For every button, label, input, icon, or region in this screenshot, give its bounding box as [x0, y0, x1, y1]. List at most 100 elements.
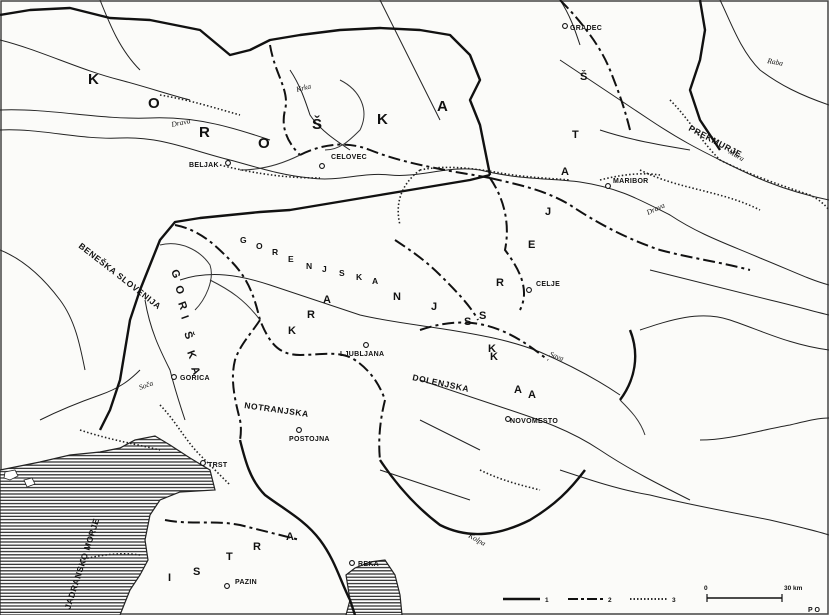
region-koroska-letter: O [258, 135, 270, 152]
region-beneska-slovenija: BENEŠKA SLOVENIJA [77, 240, 164, 311]
city-label-trst: TRST [208, 462, 228, 469]
region-stajerska-letter: A [514, 384, 523, 396]
river-label-drava-west: Drava [170, 116, 192, 129]
city-trst-dot [200, 460, 206, 466]
region-kranjska-letter: S [464, 316, 473, 328]
region-gorenjska-letter: N [306, 261, 313, 271]
region-koroska-letter: K [88, 71, 99, 88]
region-istra-letter: T [226, 551, 234, 563]
region-stajerska-letter: Š [580, 70, 589, 83]
river-label-drava-east: Drava [644, 200, 666, 217]
river-label-sava: Sava [548, 349, 565, 363]
region-koroska-letter: Š [312, 115, 322, 133]
region-stajerska-letter: J [545, 206, 553, 218]
region-koroska-letter: R [199, 124, 210, 141]
city-maribor-dot [605, 183, 611, 189]
scale-start-label: 0 [704, 585, 708, 592]
region-kranjska-letter: A [323, 294, 332, 306]
city-celje-dot [526, 287, 532, 293]
region-koroska-letter: A [437, 98, 448, 115]
city-label-novomesto: NOVOMESTO [510, 418, 558, 425]
city-postojna-dot [296, 427, 302, 433]
city-label-gorica: GORICA [180, 375, 210, 382]
legend-label-3: 3 [672, 597, 676, 604]
region-stajerska-letter: R [496, 277, 505, 289]
region-gorenjska-letter: G [240, 235, 247, 245]
region-istra-letter: S [193, 566, 202, 578]
region-gorenjska-letter: S [339, 268, 345, 278]
city-label-maribor: MARIBOR [613, 178, 649, 185]
city-label-celje: CELJE [536, 281, 560, 288]
region-stajerska: Š T A J E R S K A [479, 70, 589, 396]
city-label-ljubljana: LJUBLJANA [340, 351, 384, 358]
city-markers [171, 23, 611, 589]
city-labels: GRADEC BELJAK CELOVEC MARIBOR CELJE LJUB… [180, 25, 649, 586]
legend-label-1: 1 [545, 597, 549, 604]
region-goriska: G O R I Š K A [168, 268, 203, 378]
region-istra-letter: R [253, 541, 262, 553]
city-label-reka: REKA [358, 561, 379, 568]
city-reka-dot [349, 560, 355, 566]
rivers [0, 0, 829, 536]
region-istra-letter: A [286, 531, 295, 543]
region-kranjska-letter: R [307, 309, 316, 321]
city-gradec-dot [562, 23, 568, 29]
city-label-celovec: CELOVEC [331, 154, 367, 161]
region-goriska-letter: Š [181, 330, 196, 343]
river-label-raba: Raba [766, 56, 784, 68]
city-beljak-dot [225, 160, 231, 166]
state-borders [0, 0, 721, 615]
city-celovec-dot [319, 163, 325, 169]
scale-end-label: 30 km [784, 585, 803, 592]
city-pazin-dot [224, 583, 230, 589]
city-ljubljana-dot [363, 342, 369, 348]
corner-label: P O [808, 607, 820, 614]
legend-label-2: 2 [608, 597, 612, 604]
province-borders [164, 0, 751, 541]
region-notranjska: NOTRANJSKA [244, 400, 310, 419]
city-gorica-dot [171, 374, 177, 380]
region-kranjska-letter: K [288, 325, 297, 337]
region-kranjska-letter: J [431, 301, 439, 313]
region-goriska-letter: G [168, 268, 183, 282]
region-prekmurje: PREKMURJE [687, 123, 744, 159]
region-goriska-letter: A [188, 365, 203, 378]
region-stajerska-letter: T [572, 129, 580, 141]
region-kranjska-letter: A [528, 389, 537, 401]
river-label-krka: Krka [294, 81, 312, 94]
region-kranjska-letter: K [490, 351, 499, 363]
minor-lines [159, 79, 646, 436]
region-kranjska-letter: N [393, 291, 402, 303]
legend: 1 2 3 0 30 km P O [503, 585, 820, 614]
region-gorenjska-letter: R [272, 247, 279, 257]
ethnic-borders [79, 94, 829, 561]
region-stajerska-letter: E [528, 239, 537, 251]
region-koroska-letter: K [377, 111, 388, 128]
river-label-soca: Soča [138, 378, 155, 392]
city-label-pazin: PAZIN [235, 579, 257, 586]
region-gorenjska: G O R E N J S K A [240, 235, 379, 286]
region-stajerska-letter: S [479, 310, 488, 322]
adriatic-sea [0, 435, 403, 615]
region-gorenjska-letter: J [322, 264, 327, 274]
region-stajerska-letter: K [488, 343, 497, 355]
city-label-gradec: GRADEC [570, 25, 602, 32]
city-label-beljak: BELJAK [189, 162, 219, 169]
region-goriska-letter: K [184, 349, 199, 362]
region-goriska-letter: O [172, 284, 187, 298]
region-gorenjska-letter: O [256, 241, 263, 251]
region-gorenjska-letter: K [356, 272, 363, 282]
region-istra: I S T R A [168, 531, 295, 584]
city-label-postojna: POSTOJNA [289, 436, 330, 443]
region-stajerska-letter: A [561, 166, 570, 178]
city-novomesto-dot [505, 416, 511, 422]
region-gorenjska-letter: E [288, 254, 294, 264]
region-goriska-letter: R [175, 300, 190, 313]
region-goriska-letter: I [178, 314, 191, 322]
region-istra-letter: I [168, 572, 173, 584]
region-gorenjska-letter: A [372, 276, 379, 286]
region-kranjska: K R A N J S K A [288, 291, 537, 401]
region-koroska-letter: O [148, 95, 160, 112]
